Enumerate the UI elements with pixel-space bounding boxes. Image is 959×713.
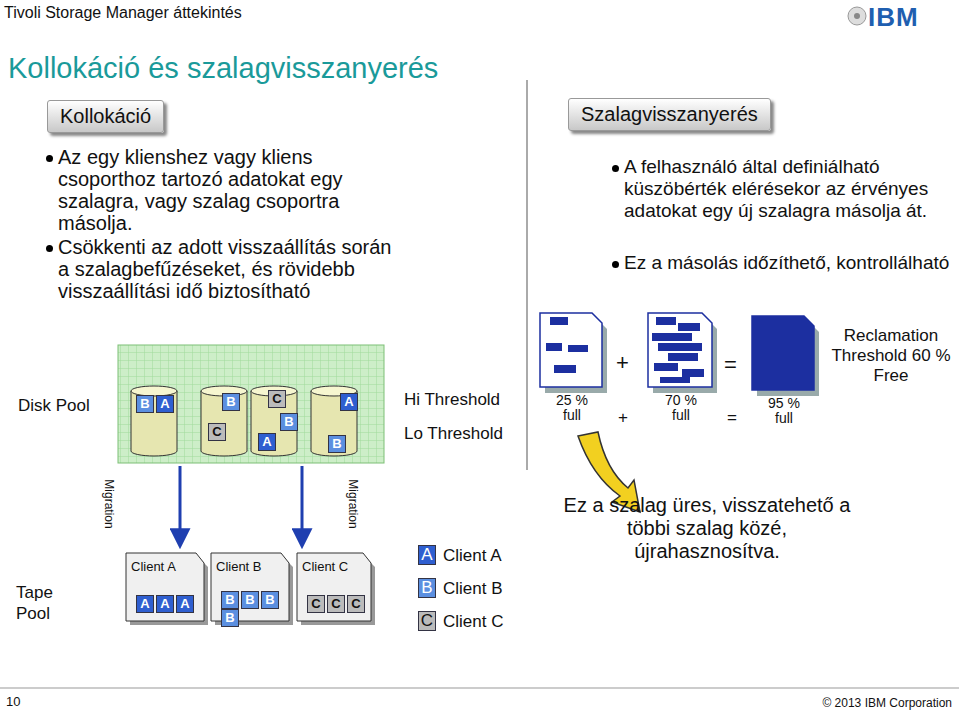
client-block: C	[347, 595, 365, 613]
disk-cylinder: BC	[200, 385, 248, 457]
client-block: B	[222, 393, 240, 411]
migration-label: Migration	[102, 479, 116, 528]
tape-volume: Client BBBBB	[211, 553, 293, 625]
pool-label: Tape Pool	[16, 582, 66, 624]
footer-rule	[0, 688, 959, 689]
legend-text: Client B	[443, 579, 503, 599]
operator: +	[618, 408, 628, 428]
node-outline	[540, 313, 604, 389]
section-header: Szalagvisszanyerés	[568, 98, 771, 131]
bullet-text: A felhasználó által definiálható küszöbé…	[624, 156, 950, 222]
separator	[526, 80, 528, 470]
client-block: C	[307, 595, 325, 613]
disk-pool-area	[118, 345, 384, 463]
client-block: C	[327, 595, 345, 613]
client-block: C	[268, 390, 286, 408]
migration-label: Migration	[346, 479, 360, 528]
client-block: B	[241, 591, 259, 609]
fill-level: 25 % full	[548, 393, 596, 423]
disk-cylinder: BA	[130, 385, 178, 457]
ibm-badge	[848, 7, 866, 25]
tape-owner: Client C	[302, 559, 348, 574]
tape-volume: Client CCCC	[297, 553, 375, 625]
tape-volume: 25 % full	[540, 313, 604, 389]
migration-arrow	[179, 466, 182, 545]
pool-label: Disk Pool	[18, 396, 90, 416]
disk-cylinder: AB	[310, 385, 358, 457]
header-text: Tivoli Storage Manager áttekintés	[4, 4, 242, 22]
bullet-text: Csökkenti az adott visszaállítás során a…	[58, 236, 403, 302]
copyright: © 2013 IBM Corporation	[792, 696, 952, 710]
slide-title: Kollokáció és szalagvisszanyerés	[8, 52, 438, 85]
fill-level: 95 % full	[760, 396, 808, 426]
client-block: B	[136, 395, 154, 413]
bullet-dot	[612, 261, 619, 268]
threshold-label: Lo Threshold	[404, 424, 503, 444]
client-block: A	[176, 595, 194, 613]
legend-text: Client A	[443, 546, 502, 566]
legend-text: Client C	[443, 612, 503, 632]
client-block: A	[136, 595, 154, 613]
page-number: 10	[6, 694, 20, 709]
operator: =	[727, 408, 737, 428]
node-outline	[648, 313, 714, 389]
bullet-text: Ez a másolás időzíthető, kontrollálható	[624, 252, 950, 274]
client-block: A	[340, 393, 358, 411]
client-block: A	[156, 595, 174, 613]
header-text: Szalagvisszanyerés	[581, 103, 758, 126]
threshold-label: Hi Threshold	[404, 390, 500, 410]
bullet-text: Az egy klienshez vagy kliens csoporthoz …	[58, 146, 403, 234]
disk-pool-grid	[118, 345, 384, 463]
header-text: Kollokáció	[60, 105, 151, 128]
tape-volume: Client AAAA	[126, 553, 208, 625]
tape-owner: Client B	[216, 559, 262, 574]
operator: =	[724, 352, 737, 378]
bullet-dot	[46, 155, 53, 162]
result-note: Ez a szalag üres, visszatehető a többi s…	[552, 494, 862, 563]
client-block: B	[221, 591, 239, 609]
client-block: C	[208, 423, 226, 441]
disk-cylinder: CBA	[250, 385, 298, 457]
node-outline	[752, 316, 816, 392]
fill-level: 70 % full	[657, 393, 705, 423]
threshold-note: Reclamation Threshold 60 % Free	[826, 326, 956, 386]
bullet-dot	[46, 245, 53, 252]
legend-letter: C	[418, 611, 436, 631]
section-header: Kollokáció	[47, 100, 164, 133]
logo-text: IBM	[868, 2, 919, 33]
migration-arrow	[301, 466, 304, 545]
legend-letter: A	[418, 545, 436, 565]
client-block: B	[280, 413, 298, 431]
tape-volume: 70 % full	[648, 313, 714, 389]
bullet-dot	[612, 165, 619, 172]
client-block: B	[328, 435, 346, 453]
tape-owner: Client A	[131, 559, 176, 574]
operator: +	[616, 350, 629, 376]
client-block: B	[221, 609, 239, 627]
legend-letter: B	[418, 578, 436, 598]
client-block: B	[261, 591, 279, 609]
client-block: A	[156, 395, 174, 413]
client-block: A	[258, 433, 276, 451]
tape-volume: 95 % full	[752, 316, 816, 392]
